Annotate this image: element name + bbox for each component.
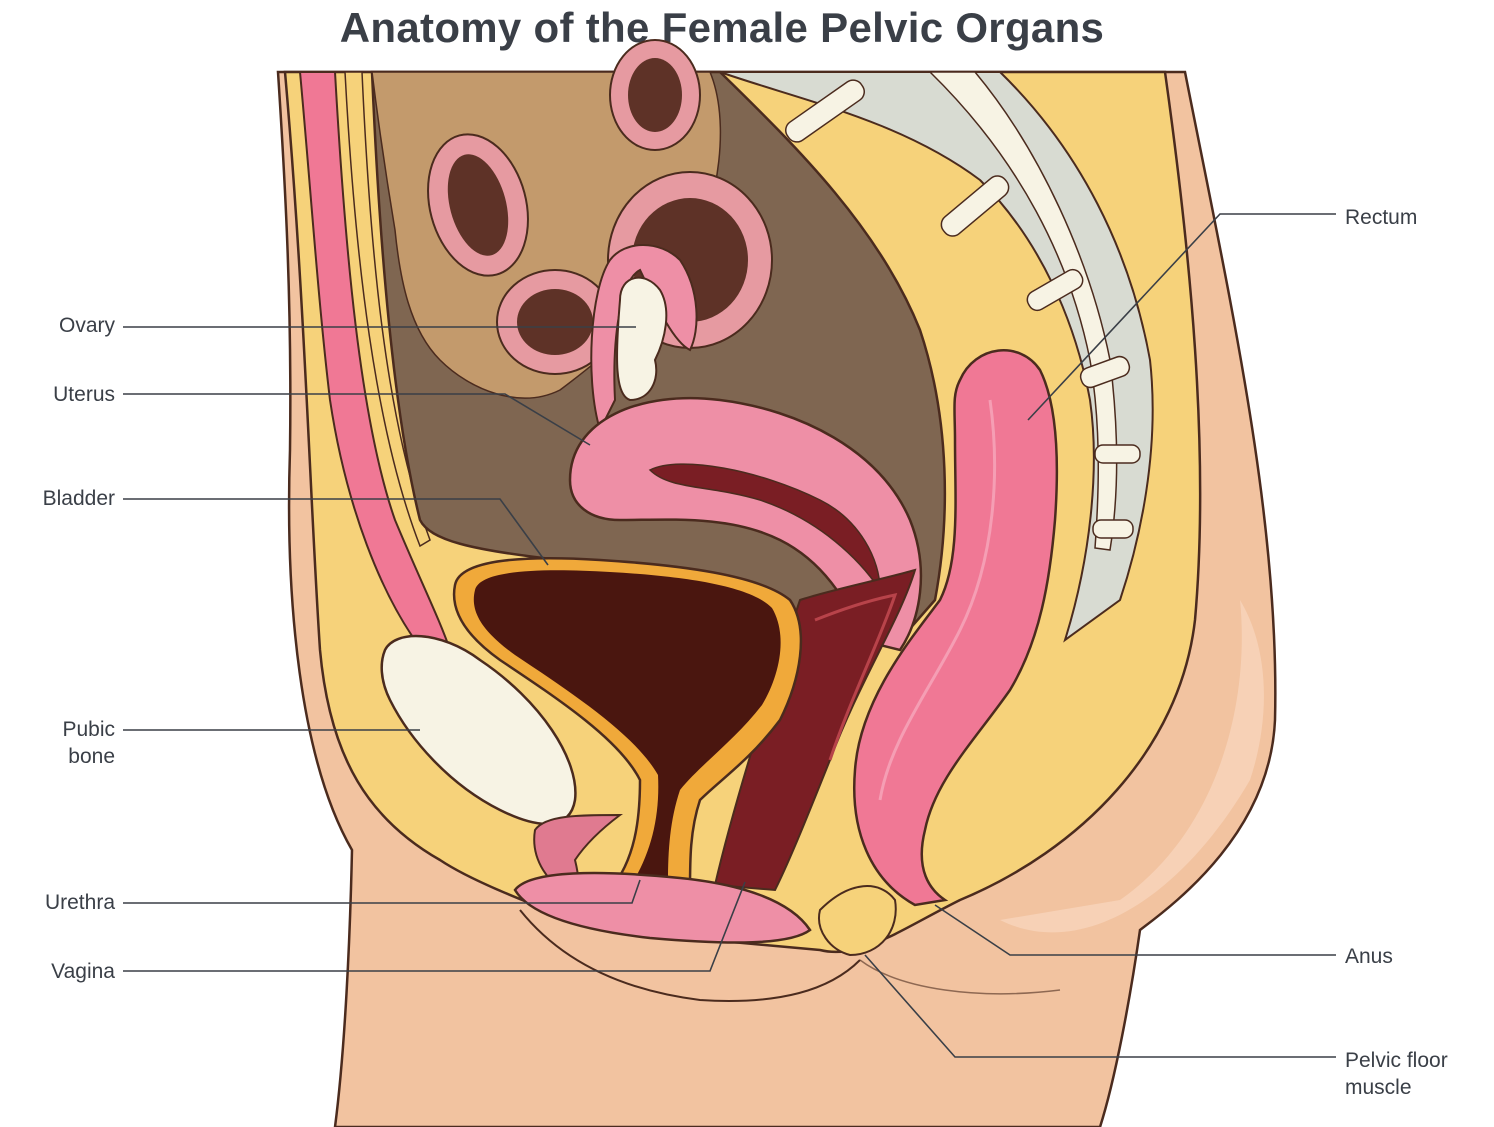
label-bladder: Bladder (10, 485, 115, 512)
label-pubic-bone-line1: Pubic (10, 716, 115, 743)
label-vagina: Vagina (10, 958, 115, 985)
label-urethra: Urethra (10, 889, 115, 916)
label-anus: Anus (1345, 943, 1485, 970)
label-pubic-bone-line2: bone (10, 743, 115, 770)
label-rectum: Rectum (1345, 204, 1485, 231)
label-pelvic-floor-muscle: Pelvic floor muscle (1345, 1047, 1490, 1101)
label-uterus: Uterus (10, 381, 115, 408)
label-ovary: Ovary (10, 312, 115, 339)
label-pelvic-floor-line1: Pelvic floor (1345, 1047, 1490, 1074)
label-pelvic-floor-line2: muscle (1345, 1074, 1490, 1101)
label-pubic-bone: Pubic bone (10, 716, 115, 770)
